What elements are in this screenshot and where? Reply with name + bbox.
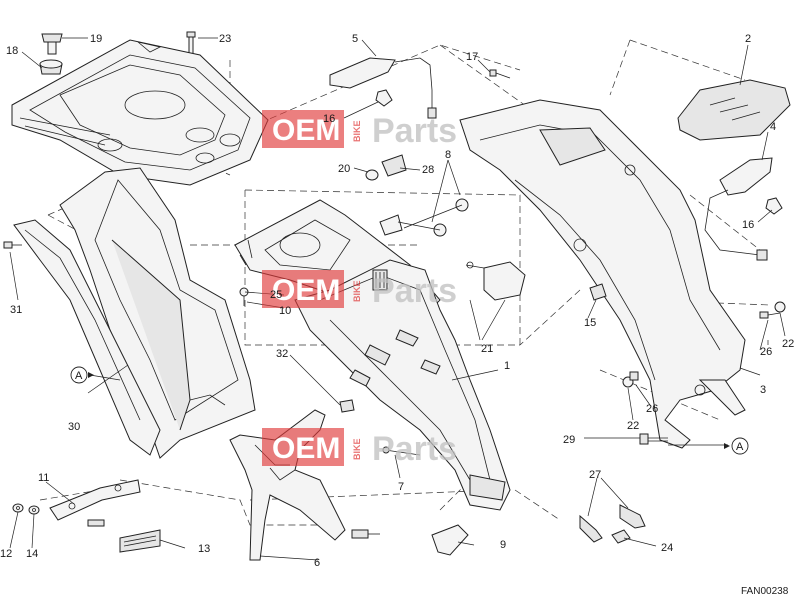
watermark-bike: BIKE [352, 280, 362, 302]
callout-18: 18 [6, 45, 18, 57]
leader-lines [9, 37, 786, 561]
side-panel [3, 219, 161, 456]
callout-27: 27 [589, 469, 601, 481]
callout-1: 1 [504, 360, 510, 372]
callout-8: 8 [445, 149, 451, 161]
undertray-part-1 [294, 259, 511, 511]
watermark-bike: BIKE [352, 120, 362, 142]
watermark-top: OEM BIKE Parts [262, 110, 457, 150]
callout-22-right: 22 [782, 338, 794, 350]
callout-26-left: 26 [646, 403, 658, 415]
callout-29: 29 [563, 434, 575, 446]
plate-bracket-part-6 [229, 409, 346, 561]
screw-part-23 [186, 31, 196, 56]
callout-16-left: 16 [323, 113, 335, 125]
marker-a-right: A [736, 441, 744, 453]
drawing-code: FAN00238 [741, 586, 789, 597]
turn-signal-part-5 [329, 57, 437, 119]
callout-15: 15 [584, 317, 596, 329]
watermark-bottom: OEM BIKE Parts [262, 428, 457, 468]
reflector-part-13 [119, 529, 161, 553]
callout-30: 30 [68, 421, 80, 433]
reflector-bracket-part-11 [49, 479, 141, 527]
callout-9: 9 [500, 539, 506, 551]
turn-signal-part-4 [704, 157, 783, 261]
callout-6: 6 [314, 557, 320, 569]
marker-a-left: A [75, 370, 83, 382]
watermarks: OEM BIKE Parts OEM BIKE Parts OEM BIKE P… [262, 110, 457, 468]
watermark-parts: Parts [372, 112, 457, 150]
callout-19: 19 [90, 33, 102, 45]
callout-21: 21 [481, 343, 493, 355]
reference-marker-right: A [724, 437, 749, 455]
callout-labels: 1 2 3 4 5 6 7 8 9 10 11 12 13 14 15 16 1… [0, 33, 794, 569]
watermark-bike: BIKE [352, 438, 362, 460]
watermark-oem: OEM [272, 432, 340, 465]
callout-16-right: 16 [742, 219, 754, 231]
callout-10: 10 [279, 305, 291, 317]
tail-unit-part-2 [677, 79, 791, 141]
callout-25: 25 [270, 289, 282, 301]
knob-part-19 [39, 33, 63, 75]
callout-23: 23 [219, 33, 231, 45]
reference-marker-left: A [70, 366, 94, 384]
callout-28: 28 [422, 164, 434, 176]
watermark-oem: OEM [272, 274, 340, 307]
callout-20: 20 [338, 163, 350, 175]
callout-4: 4 [770, 121, 776, 133]
callout-7: 7 [398, 481, 404, 493]
callout-24: 24 [661, 542, 673, 554]
hardware-small-parts [239, 69, 786, 544]
watermark-parts: Parts [372, 272, 457, 310]
callout-26-right: 26 [760, 346, 772, 358]
washers-12-14 [12, 503, 40, 515]
callout-13: 13 [198, 543, 210, 555]
callout-5: 5 [352, 33, 358, 45]
callout-3: 3 [760, 384, 766, 396]
callout-22-left: 22 [627, 420, 639, 432]
cover-part-9 [431, 524, 469, 556]
watermark-parts: Parts [372, 430, 457, 468]
watermark-middle: OEM BIKE Parts [262, 270, 457, 310]
callout-14: 14 [26, 548, 38, 560]
callout-32: 32 [276, 348, 288, 360]
callout-17: 17 [466, 51, 478, 63]
callout-11: 11 [38, 472, 49, 484]
subframe-part-3 [459, 99, 746, 449]
mudguard-part-30 [59, 167, 256, 459]
callout-2: 2 [745, 33, 751, 45]
luggage-rack-assembly [11, 39, 269, 186]
watermark-oem: OEM [272, 114, 340, 147]
callout-31: 31 [10, 304, 22, 316]
callout-12: 12 [0, 548, 12, 560]
